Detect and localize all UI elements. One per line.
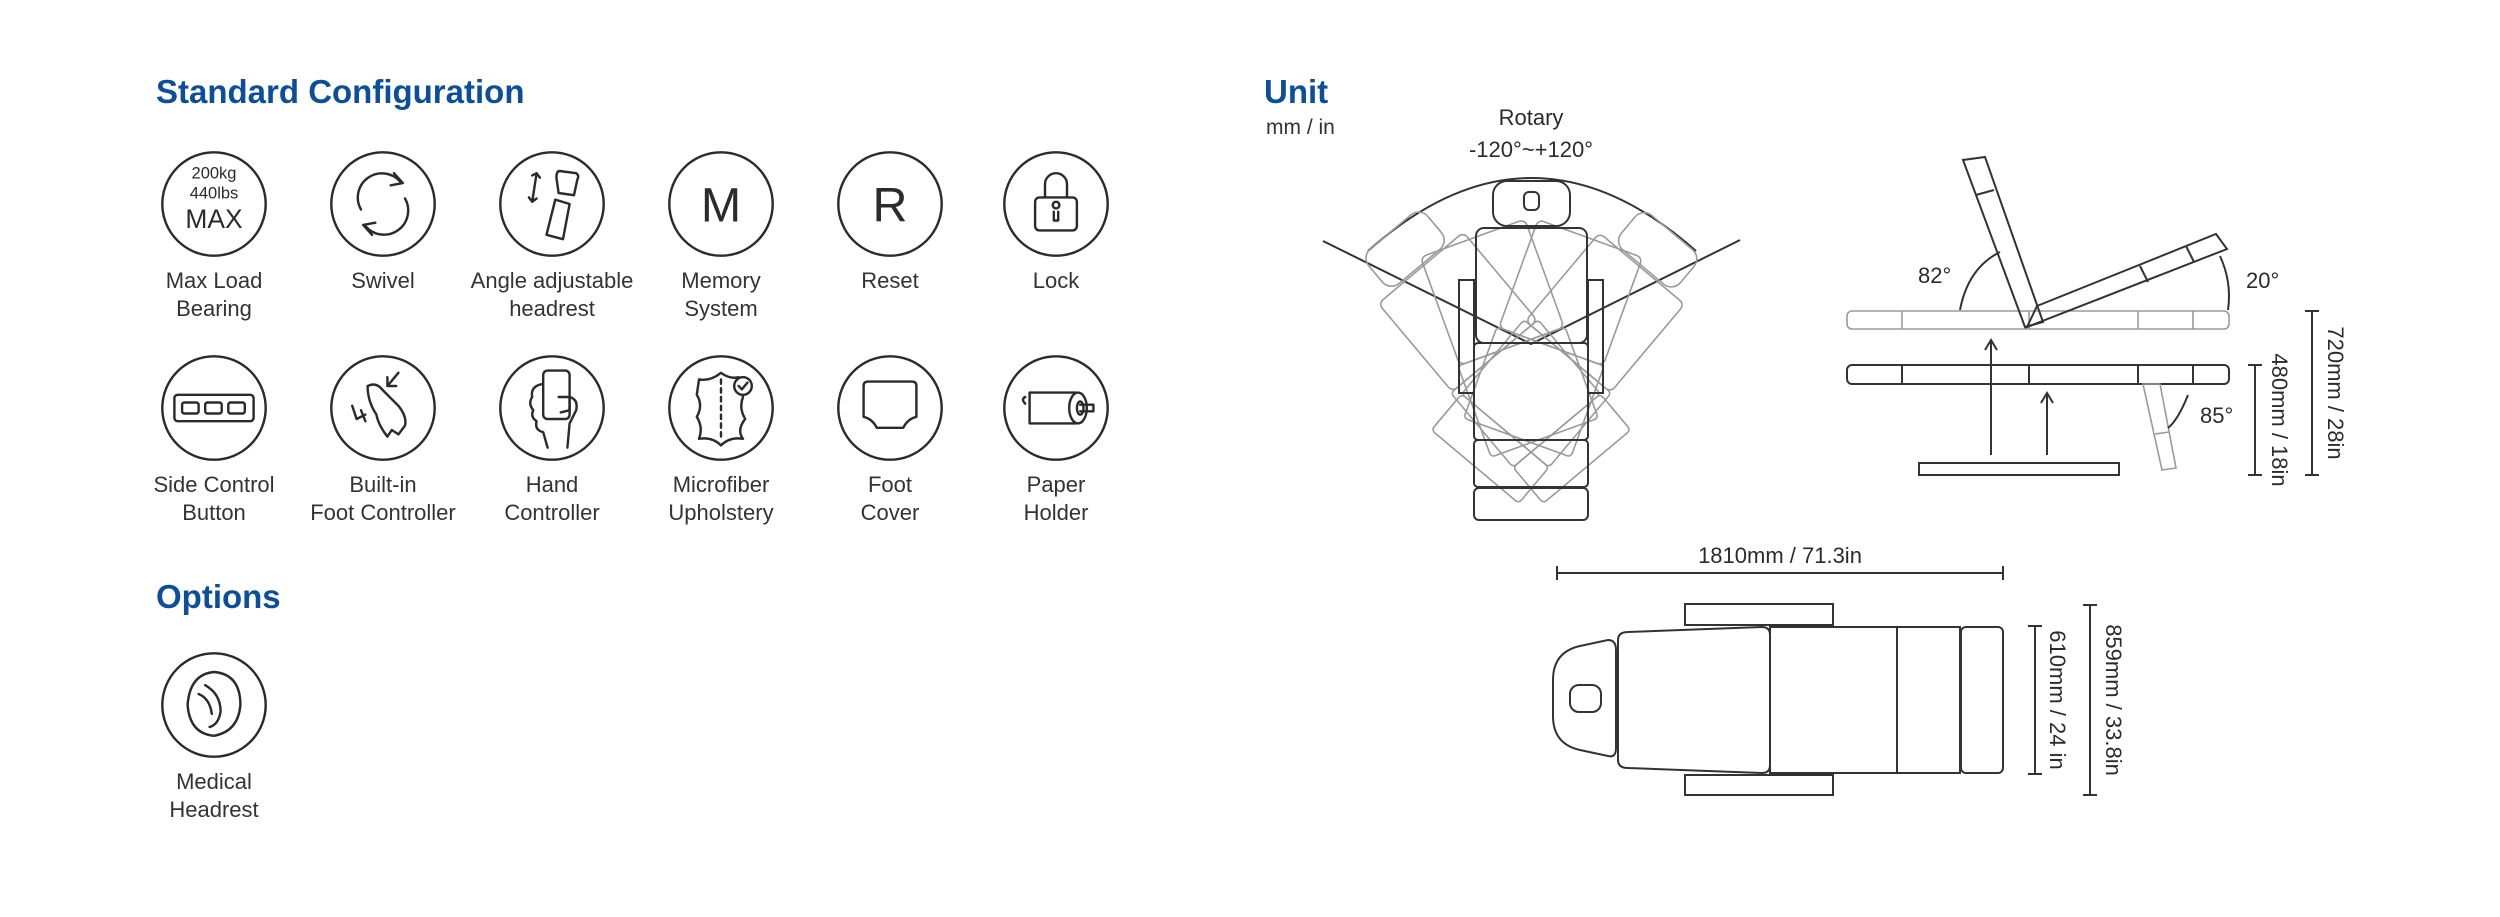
- rotary-top-view: Rotary -120°~+120°: [1322, 105, 1741, 521]
- rotation-arc: [1367, 177, 1697, 252]
- feature-label: Hand: [525, 472, 579, 497]
- side-view: 82° 20° 85° 480mm / 18in 720mm / 28in: [1846, 155, 2348, 487]
- feature-label: Swivel: [351, 268, 415, 293]
- back-angle-label: 82°: [1918, 263, 1951, 288]
- table-width-dimension: [2028, 625, 2042, 775]
- svg-text:440lbs: 440lbs: [190, 185, 239, 203]
- feature-label: Foot Controller: [310, 500, 456, 525]
- feature-swivel: Swivel: [293, 149, 473, 295]
- feature-label: headrest: [509, 296, 595, 321]
- foot-cover-icon: [837, 355, 943, 461]
- feature-label: Microfiber: [672, 472, 770, 497]
- feature-label: Angle adjustable: [470, 268, 634, 293]
- lift-arrows: [1984, 338, 2054, 455]
- backrest-plan: [1617, 625, 1771, 775]
- feature-label: Paper: [1026, 472, 1086, 497]
- swivel-icon: [330, 151, 436, 257]
- legrest-raised: [2025, 232, 2229, 329]
- total-width-dimension: [2083, 604, 2097, 796]
- plan-view: 1810mm / 71.3in 610mm / 24 in 859mm / 33…: [1552, 543, 2126, 796]
- feature-label: System: [684, 296, 758, 321]
- headrest-plan: [1552, 638, 1617, 758]
- feature-label: Holder: [1023, 500, 1089, 525]
- feature-label: Side Control: [153, 472, 275, 497]
- side-control-icon: [161, 355, 267, 461]
- table-lowered: [1846, 364, 2230, 385]
- raised-table-ghost: [1846, 310, 2230, 330]
- backrest-raised: [1961, 155, 2045, 329]
- feature-label: Max Load: [165, 268, 263, 293]
- feature-lock: Lock: [966, 149, 1146, 295]
- leg-up-angle-label: 20°: [2246, 268, 2279, 293]
- feature-headrest-angle: Angle adjustable headrest: [462, 149, 642, 323]
- armrest-bottom: [1684, 774, 1834, 796]
- feature-label: Headrest: [169, 797, 259, 822]
- paper-holder-icon: [1003, 355, 1109, 461]
- feature-label: Reset: [861, 268, 919, 293]
- feature-label: Cover: [860, 500, 920, 525]
- seat-plan: [1769, 626, 1898, 774]
- total-width-label: 859mm / 33.8in: [2101, 624, 2126, 776]
- min-height-label: 480mm / 18in: [2267, 353, 2292, 486]
- armrest-top: [1684, 603, 1834, 626]
- feature-label: Controller: [504, 500, 600, 525]
- max-load-icon: 200kg 440lbs MAX: [161, 151, 267, 257]
- leg-angle-arc: [2219, 255, 2230, 311]
- memory-icon: M: [668, 151, 774, 257]
- rotary-range: -120°~+120°: [1469, 137, 1593, 162]
- chair-top-view: [1458, 180, 1604, 521]
- foot-controller-icon: [330, 355, 436, 461]
- foot-plan: [1960, 626, 2004, 774]
- rotary-label: Rotary: [1499, 105, 1564, 130]
- table-width-label: 610mm / 24 in: [2045, 630, 2070, 769]
- unit-label: mm / in: [1266, 116, 1335, 139]
- feature-label: Memory: [681, 268, 761, 293]
- feature-label: Upholstery: [668, 500, 774, 525]
- microfiber-icon: [668, 355, 774, 461]
- leg-plan: [1896, 626, 1961, 774]
- feature-label: Built-in: [349, 472, 417, 497]
- hand-controller-icon: [499, 355, 605, 461]
- options-heading: Options: [156, 578, 281, 615]
- feature-label: Button: [182, 500, 246, 525]
- unit-heading: Unit: [1264, 73, 1329, 110]
- legrest-dropped: [2142, 383, 2177, 471]
- feature-label: Medical: [176, 769, 252, 794]
- max-height-dimension: [2305, 310, 2319, 476]
- min-height-dimension: [2248, 364, 2262, 476]
- medical-headrest-icon: [161, 652, 267, 758]
- svg-text:MAX: MAX: [185, 204, 243, 234]
- base: [1918, 462, 2120, 476]
- feature-label: Lock: [1032, 268, 1080, 293]
- leg-down-angle-label: 85°: [2200, 403, 2233, 428]
- standard-configuration-heading: Standard Configuration: [156, 73, 525, 110]
- feature-label: Bearing: [176, 296, 252, 321]
- face-hole: [1569, 684, 1602, 713]
- back-angle-arc: [1959, 251, 2001, 311]
- svg-text:M: M: [701, 179, 741, 233]
- ghost-chair-right: [1432, 211, 1698, 503]
- max-height-label: 720mm / 28in: [2323, 326, 2348, 459]
- svg-text:200kg: 200kg: [192, 165, 237, 183]
- headrest-angle-icon: [499, 151, 605, 257]
- length-label: 1810mm / 71.3in: [1698, 543, 1862, 568]
- feature-reset: R Reset: [800, 149, 980, 295]
- reset-icon: R: [837, 151, 943, 257]
- length-dimension: [1556, 566, 2004, 580]
- svg-text:R: R: [873, 179, 908, 233]
- feature-label: Foot: [867, 472, 913, 497]
- rotation-limit-lines: [1322, 239, 1741, 346]
- lock-icon: [1003, 151, 1109, 257]
